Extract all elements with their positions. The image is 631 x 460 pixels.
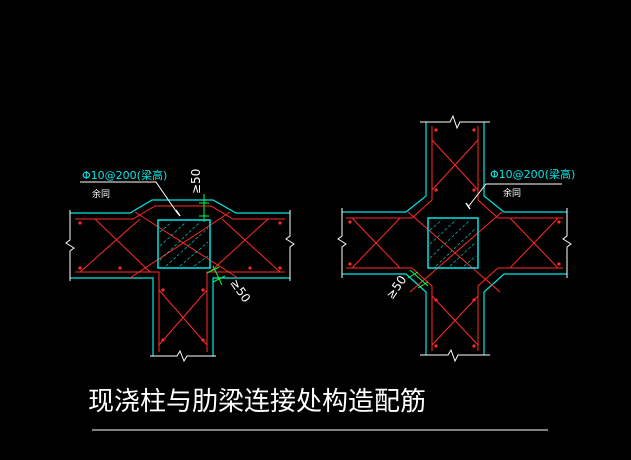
left-bottom-bar-left [75,271,160,352]
left-beam-outline-bottom-left [70,277,154,356]
left-diag-bar [221,218,281,273]
left-column-box [157,219,211,269]
left-leader-line [80,181,179,215]
right-rebar-dots [348,128,561,348]
left-diag-bar [129,211,231,279]
right-break-line-left [337,208,347,278]
right-break-lines [337,114,572,363]
left-joint-detail: Φ10@200(梁高) 余同 ≥50 ≥50 [65,168,295,363]
rebar-dot [118,266,122,270]
left-beam-outline-bottom-right [212,277,290,356]
left-leader-arrow [175,209,181,217]
rebar-dot [201,288,205,292]
left-diag-bar [209,218,269,273]
left-bottom-bar-right [206,271,285,352]
left-break-line-left [65,210,75,281]
left-beam-outline-top [70,199,290,214]
right-joint-detail: Φ10@200(梁高) 余同 ≥50 [337,114,575,363]
left-column-section [157,219,211,269]
right-rebar-group [346,126,563,351]
right-column-section [427,217,479,269]
left-column-hatch [159,221,209,267]
left-top-bar [75,205,285,220]
right-column-hatch [429,219,477,267]
right-dimension-lines [407,269,429,289]
left-diag-bar [79,218,141,273]
left-dimension-lines [199,194,226,286]
rebar-dot [161,288,165,292]
rebar-dot [278,221,282,225]
right-break-line-top [420,114,490,130]
right-note-label: 余同 [503,187,521,199]
rebar-dot [78,266,82,270]
left-diag-bar [134,211,239,279]
rebar-dot [201,338,205,342]
right-dim-bottom-label: ≥50 [383,273,409,302]
left-diag-bar [158,289,208,346]
left-break-line-right [285,210,295,281]
left-note-label: 余同 [92,188,110,200]
right-rebar-label: Φ10@200(梁高) [490,167,575,181]
drawing-title: 现浇柱与肋梁连接处构造配筋 [88,387,426,417]
right-leader-arrow [465,202,471,210]
left-rebar-group [75,205,285,352]
right-outline [342,122,567,355]
left-diag-bar [94,218,151,273]
left-break-line-bottom [150,349,216,363]
right-leader-line [467,183,562,208]
left-dim-top-label: ≥50 [189,169,203,194]
rebar-dot [278,266,282,270]
rebar-dot [248,266,252,270]
rebar-dot [78,221,82,225]
left-dim-bottom-label: ≥50 [227,276,253,305]
left-rebar-dots [78,221,282,342]
right-column-box [427,217,479,269]
right-break-line-right [562,208,572,278]
left-rebar-label: Φ10@200(梁高) [82,168,167,182]
rebar-dot [161,338,165,342]
right-break-line-bottom [420,348,490,363]
